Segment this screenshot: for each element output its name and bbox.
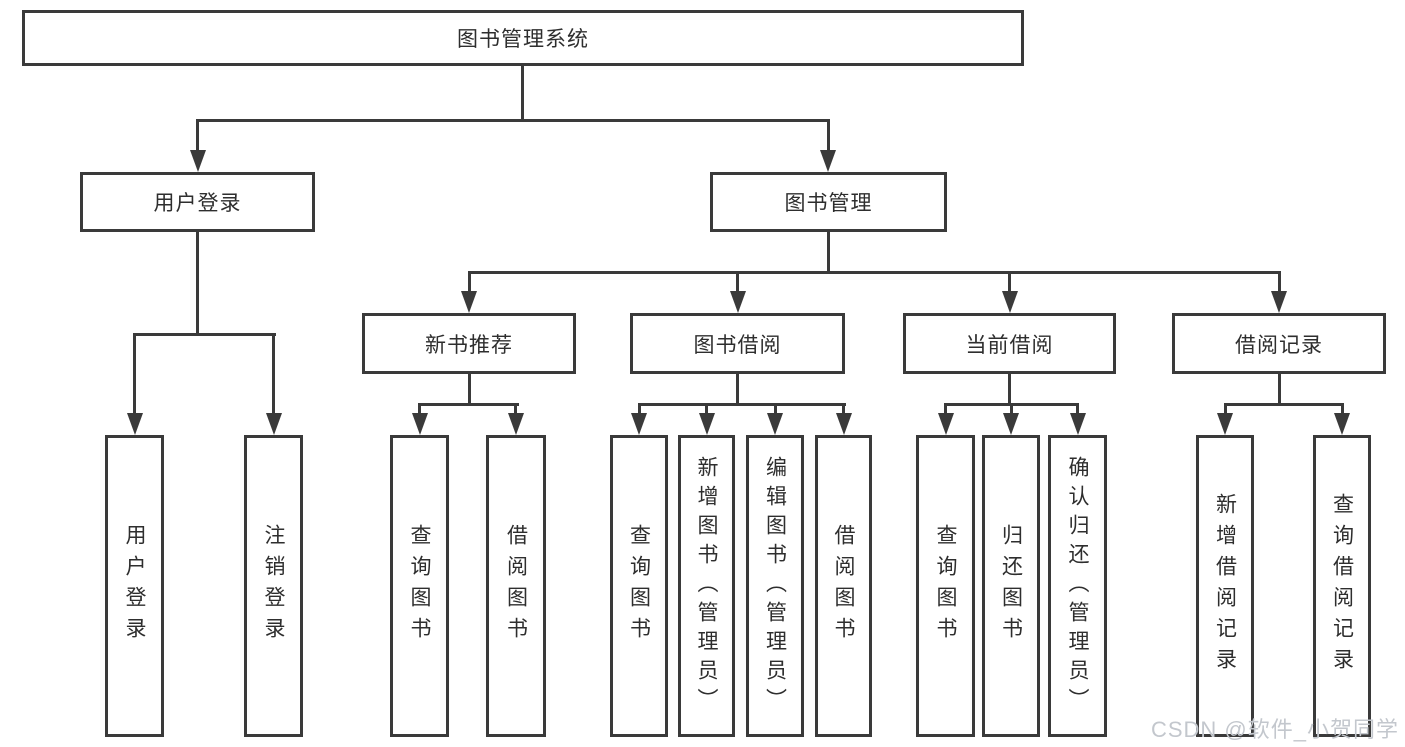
leaf-return-book-label: 归还图书 bbox=[999, 524, 1023, 648]
connector-stub bbox=[827, 119, 830, 150]
arrow-down-icon bbox=[1002, 291, 1018, 313]
connector-stub bbox=[468, 271, 471, 291]
arrow-down-icon bbox=[1070, 413, 1086, 435]
csdn-watermark: CSDN @软件_小贺同学 bbox=[1150, 717, 1399, 742]
leaf-query-record-label: 查询借阅记录 bbox=[1330, 493, 1354, 679]
node-book-borrow-label: 图书借阅 bbox=[693, 333, 782, 357]
arrow-down-icon bbox=[938, 413, 954, 435]
node-current-borrow: 当前借阅 bbox=[903, 313, 1116, 374]
leaf-borrow-book-a: 借阅图书 bbox=[486, 435, 546, 737]
leaf-query-book-c: 查询图书 bbox=[916, 435, 975, 737]
connector-stub bbox=[1010, 403, 1013, 413]
leaf-confirm-return: 确认归还（管理员） bbox=[1048, 435, 1107, 737]
connector-stub bbox=[1341, 403, 1344, 413]
connector-stub bbox=[418, 403, 421, 413]
arrow-down-icon bbox=[1003, 413, 1019, 435]
node-user-login-label: 用户登录 bbox=[153, 192, 242, 215]
connector-stub bbox=[774, 403, 777, 413]
leaf-return-book: 归还图书 bbox=[982, 435, 1040, 737]
arrow-down-icon bbox=[127, 413, 143, 435]
node-borrow-record-label: 借阅记录 bbox=[1235, 333, 1323, 357]
leaf-edit-book-label: 编辑图书（管理员） bbox=[763, 455, 787, 717]
arrow-down-icon bbox=[1217, 413, 1233, 435]
connector-stub bbox=[272, 333, 275, 413]
arrow-down-icon bbox=[461, 291, 477, 313]
connector-stub bbox=[736, 271, 739, 291]
arrow-down-icon bbox=[508, 413, 524, 435]
connector-stub bbox=[1076, 403, 1079, 413]
connector-split bbox=[468, 271, 1281, 274]
node-book-borrow: 图书借阅 bbox=[630, 313, 845, 374]
connector-stub bbox=[133, 333, 136, 413]
leaf-logout-label: 注销登录 bbox=[262, 524, 285, 648]
connector-split bbox=[133, 333, 276, 336]
leaf-query-book-a-label: 查询图书 bbox=[408, 524, 431, 648]
arrow-down-icon bbox=[836, 413, 852, 435]
leaf-query-record: 查询借阅记录 bbox=[1313, 435, 1371, 737]
arrow-down-icon bbox=[1334, 413, 1350, 435]
arrow-down-icon bbox=[631, 413, 647, 435]
connector-stub bbox=[1224, 403, 1227, 413]
node-user-login: 用户登录 bbox=[80, 172, 315, 232]
connector-stub bbox=[705, 403, 708, 413]
connector-stem bbox=[827, 230, 830, 274]
connector-root-split bbox=[196, 119, 830, 122]
connector-stub bbox=[638, 403, 641, 413]
leaf-borrow-book-a-label: 借阅图书 bbox=[504, 524, 528, 648]
arrow-down-icon bbox=[820, 150, 836, 172]
connector-split bbox=[418, 403, 519, 406]
connector-split bbox=[1224, 403, 1344, 406]
arrow-down-icon bbox=[190, 150, 206, 172]
connector-stem bbox=[196, 230, 199, 336]
leaf-add-record: 新增借阅记录 bbox=[1196, 435, 1254, 737]
node-borrow-record: 借阅记录 bbox=[1172, 313, 1386, 374]
leaf-confirm-return-label: 确认归还（管理员） bbox=[1066, 455, 1089, 717]
connector-stub bbox=[944, 403, 947, 413]
connector-stub bbox=[196, 119, 199, 150]
node-book-mgmt-label: 图书管理 bbox=[784, 192, 873, 215]
arrow-down-icon bbox=[730, 291, 746, 313]
node-new-book-rec-label: 新书推荐 bbox=[425, 333, 513, 357]
leaf-query-book-b: 查询图书 bbox=[610, 435, 668, 737]
leaf-borrow-book-b: 借阅图书 bbox=[815, 435, 872, 737]
connector-stub bbox=[842, 403, 845, 413]
leaf-edit-book: 编辑图书（管理员） bbox=[746, 435, 804, 737]
connector-stub bbox=[1278, 271, 1281, 291]
node-root-label: 图书管理系统 bbox=[457, 28, 589, 51]
leaf-borrow-book-b-label: 借阅图书 bbox=[832, 524, 855, 648]
node-current-borrow-label: 当前借阅 bbox=[965, 333, 1054, 357]
arrow-down-icon bbox=[699, 413, 715, 435]
connector-stem bbox=[1278, 372, 1281, 406]
leaf-user-login-label: 用户登录 bbox=[123, 524, 146, 648]
leaf-add-book: 新增图书（管理员） bbox=[678, 435, 735, 737]
leaf-logout: 注销登录 bbox=[244, 435, 303, 737]
leaf-query-book-b-label: 查询图书 bbox=[627, 524, 651, 648]
connector-stem bbox=[468, 372, 471, 406]
leaf-query-book-c-label: 查询图书 bbox=[934, 524, 957, 648]
arrow-down-icon bbox=[412, 413, 428, 435]
connector-stem bbox=[1008, 372, 1011, 406]
connector-stub bbox=[1008, 271, 1011, 291]
node-book-mgmt: 图书管理 bbox=[710, 172, 947, 232]
arrow-down-icon bbox=[266, 413, 282, 435]
connector-stub bbox=[514, 403, 517, 413]
arrow-down-icon bbox=[767, 413, 783, 435]
connector-root-stem bbox=[521, 64, 524, 122]
node-new-book-rec: 新书推荐 bbox=[362, 313, 576, 374]
leaf-add-record-label: 新增借阅记录 bbox=[1213, 493, 1237, 679]
leaf-query-book-a: 查询图书 bbox=[390, 435, 449, 737]
leaf-user-login: 用户登录 bbox=[105, 435, 164, 737]
connector-split bbox=[638, 403, 846, 406]
leaf-add-book-label: 新增图书（管理员） bbox=[695, 455, 718, 717]
arrow-down-icon bbox=[1271, 291, 1287, 313]
connector-stem bbox=[736, 372, 739, 406]
node-root: 图书管理系统 bbox=[22, 10, 1024, 66]
